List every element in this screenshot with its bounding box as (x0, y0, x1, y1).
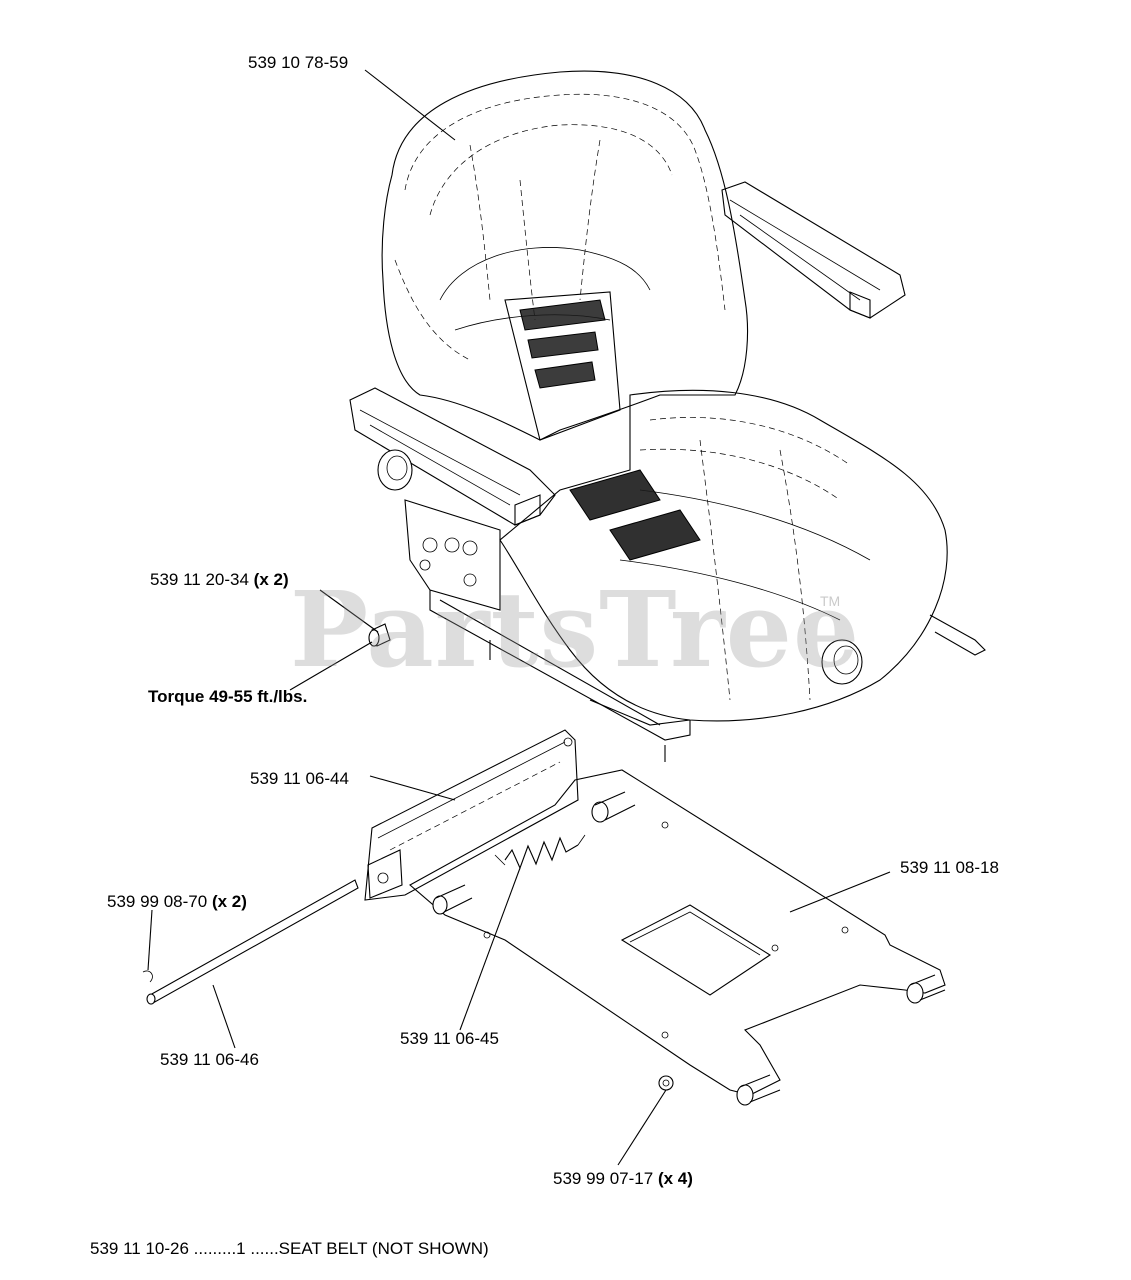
left-armrest (349, 387, 556, 526)
seat-base (404, 499, 691, 762)
parts-tree-watermark: PartsTree (290, 568, 861, 691)
nut (658, 1075, 674, 1091)
seat-cushion (499, 389, 986, 726)
callout-seat: 539 10 78-59 (248, 53, 349, 72)
base-plate (409, 769, 946, 1106)
callout-nut: 539 99 07-17 (x 4) (553, 1169, 693, 1188)
torque-note: Torque 49-55 ft./lbs. (148, 687, 308, 706)
callout-bolt: 539 11 20-34 (x 2) (150, 570, 289, 589)
callout-bracket: 539 11 06-44 (250, 769, 349, 788)
footer-seat-belt-note: 539 11 10-26 .........1 ......SEAT BELT … (90, 1239, 489, 1258)
trademark-mark: TM (820, 593, 841, 609)
callout-spring: 539 11 06-45 (400, 1029, 499, 1048)
callout-plate: 539 11 08-18 (900, 858, 999, 877)
pivot-rod (142, 879, 359, 1005)
spring (494, 834, 586, 870)
leader-lines (147, 69, 891, 1166)
callout-rod: 539 11 06-46 (160, 1050, 259, 1069)
seat-backrest (381, 70, 749, 441)
slide-bracket (364, 729, 579, 901)
right-armrest (721, 181, 906, 319)
callout-clip: 539 99 08-70 (x 2) (107, 892, 247, 911)
